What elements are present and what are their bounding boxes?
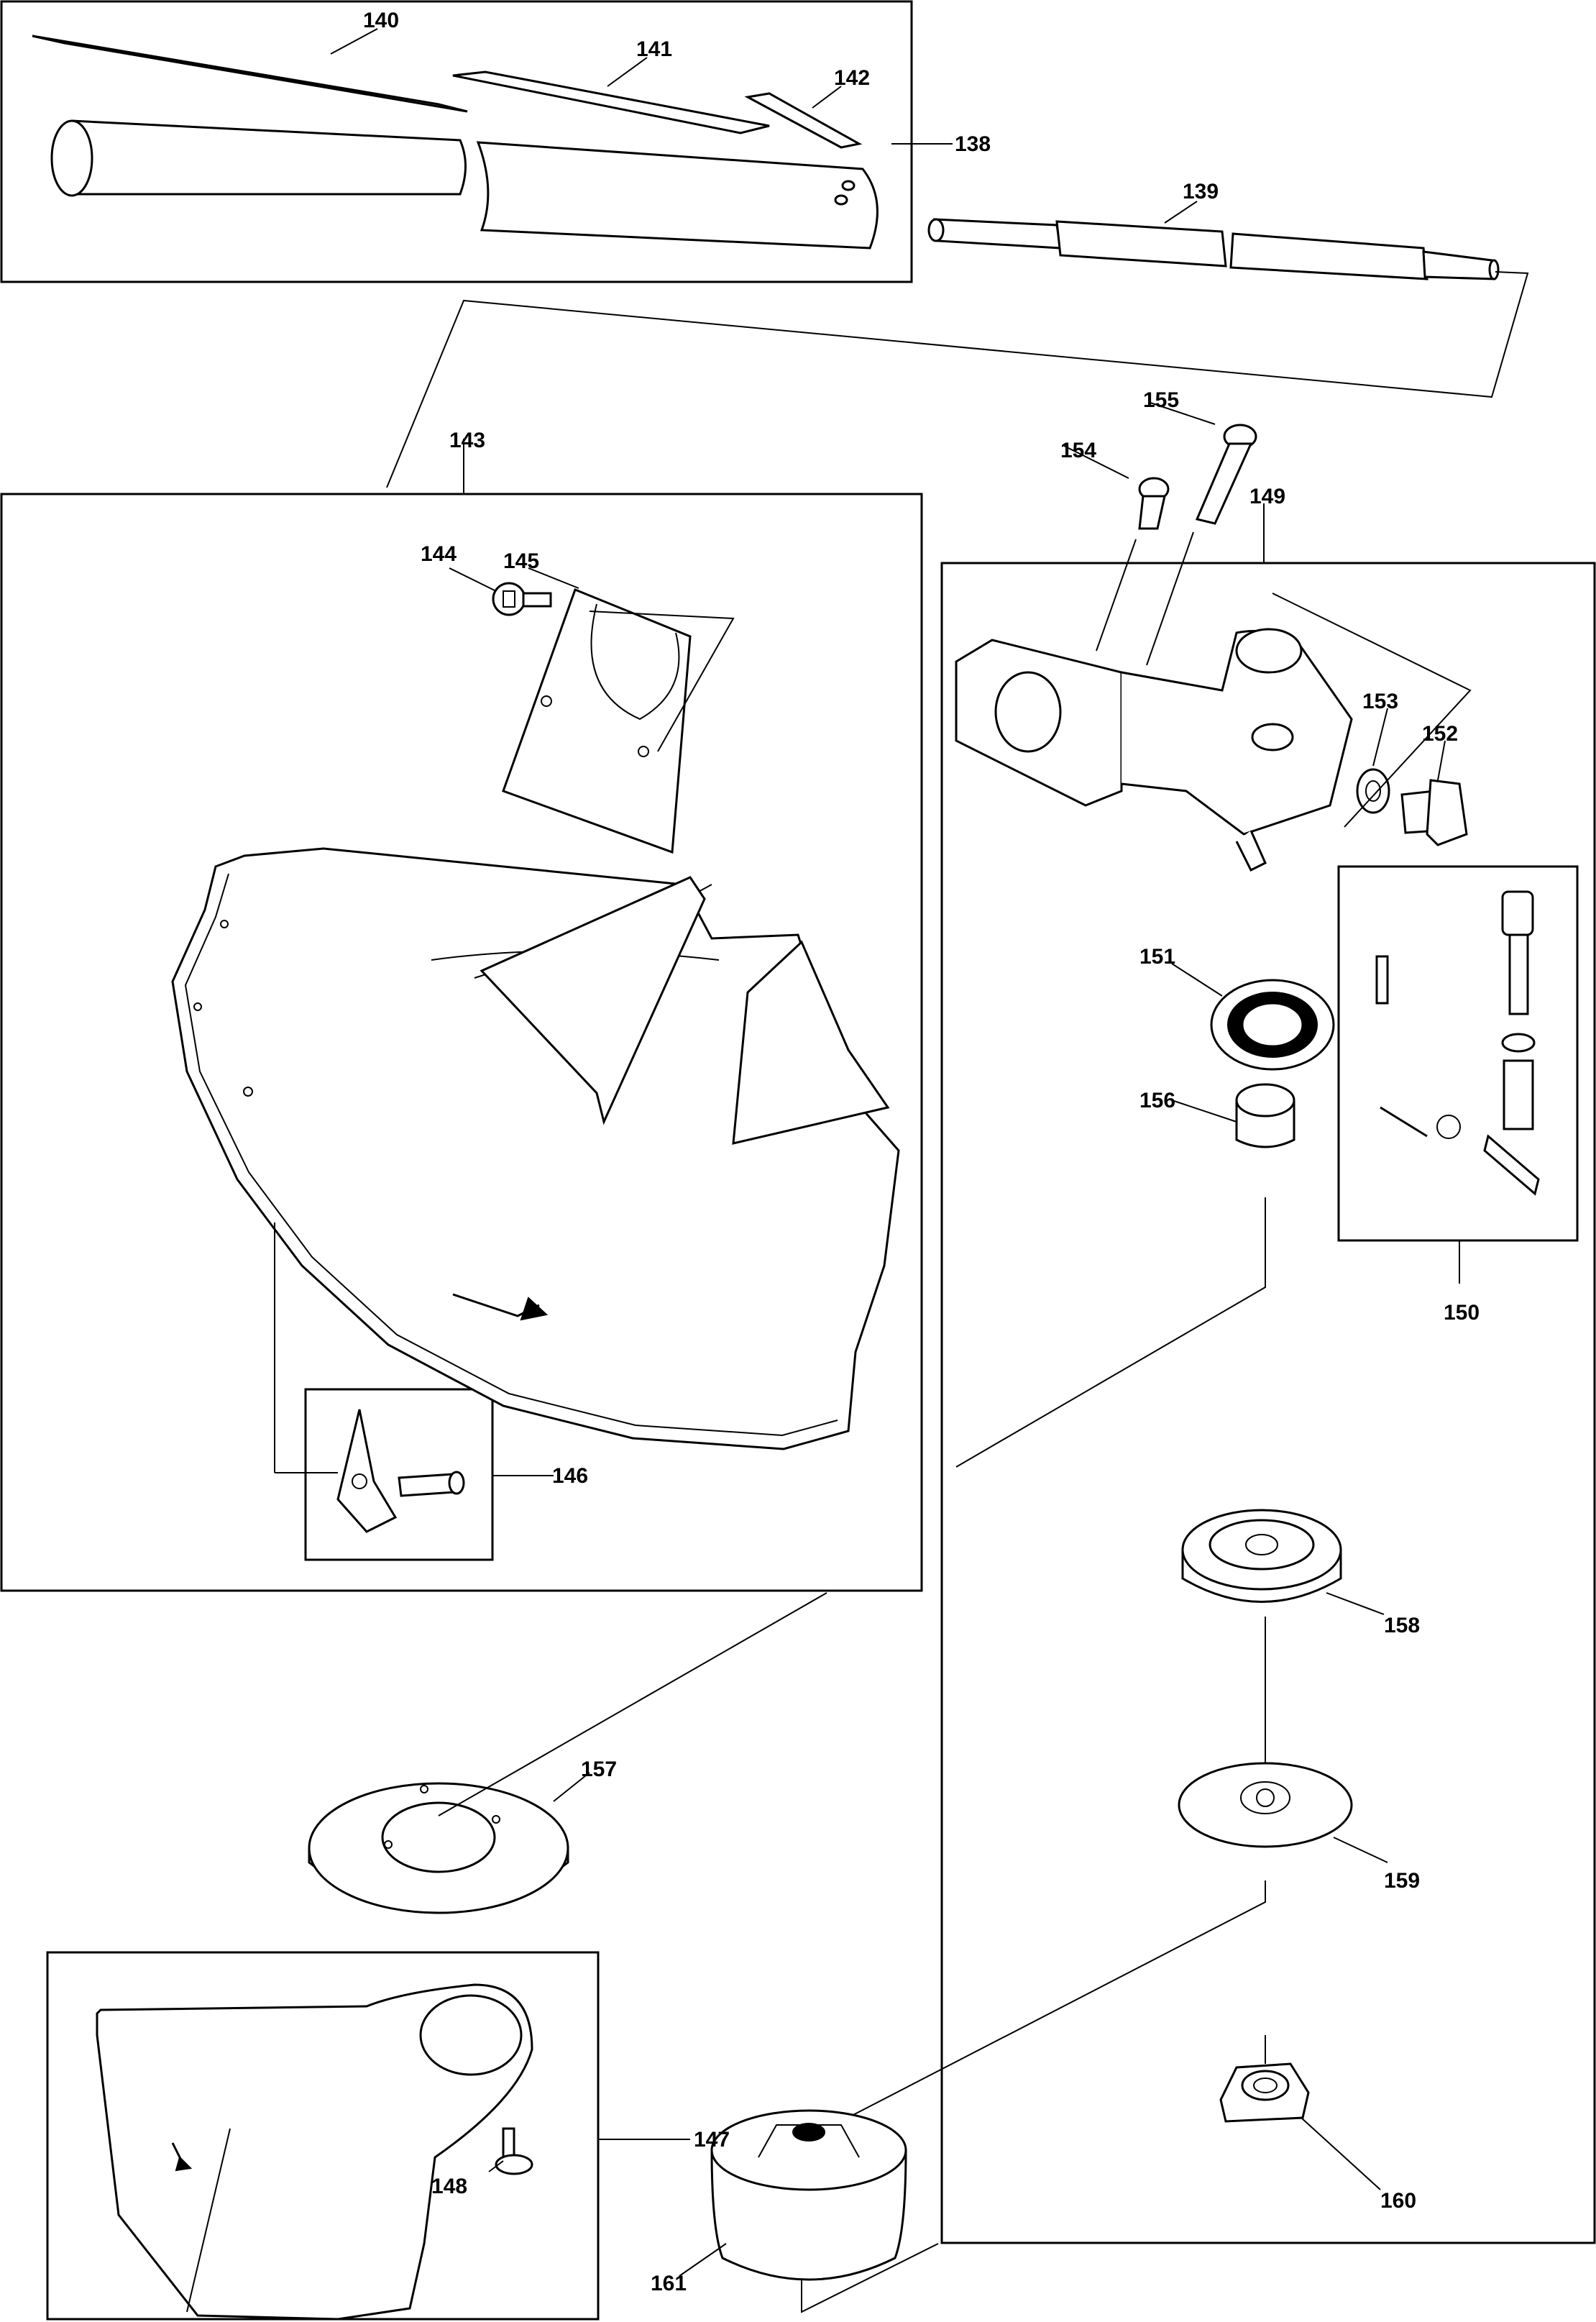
bolt-152 <box>1400 779 1468 846</box>
part-label-146: 146 <box>552 1464 588 1488</box>
part-label-159: 159 <box>1384 1869 1420 1893</box>
part-label-138: 138 <box>955 132 991 156</box>
part-label-140: 140 <box>363 9 399 32</box>
guide-161 <box>801 2243 939 2313</box>
blade-cover-147 <box>96 1983 533 2321</box>
guide-157 <box>438 1592 827 1816</box>
part-label-151: 151 <box>1139 945 1175 969</box>
part-label-152: 152 <box>1422 722 1458 746</box>
frame-guard-assembly <box>0 493 923 1592</box>
screw-144 <box>492 582 552 616</box>
part-label-153: 153 <box>1362 690 1398 713</box>
washer-159 <box>1178 1762 1353 1848</box>
gear-case-149 <box>955 628 1353 872</box>
guide-152 <box>1272 593 1472 828</box>
part-label-144: 144 <box>421 542 457 566</box>
cup-161 <box>710 2109 907 2281</box>
part-label-139: 139 <box>1183 180 1219 204</box>
shaft-guide-line <box>386 271 1529 488</box>
holder-158 <box>1181 1509 1342 1603</box>
part-label-148: 148 <box>431 2175 467 2198</box>
part-label-161: 161 <box>651 2272 687 2295</box>
screw-148 <box>495 2127 533 2175</box>
label-plate-142 <box>744 92 863 149</box>
frame-guard-holder <box>304 1388 494 1561</box>
guard-143 <box>171 847 900 1450</box>
frame-gear-head-assembly <box>940 562 1596 2244</box>
guide-155 <box>1146 531 1194 666</box>
screw-155 <box>1195 424 1257 525</box>
label-plate-141 <box>452 70 770 134</box>
label-plate-140 <box>32 35 468 113</box>
part-labels: 140 141 142 138 139 155 154 143 149 144 … <box>363 9 1480 2295</box>
spacer-156 <box>1235 1083 1295 1148</box>
part-label-145: 145 <box>503 549 539 573</box>
frame-shaft-tube <box>0 0 913 283</box>
screw-154 <box>1138 477 1170 530</box>
pipe-138 <box>50 119 879 250</box>
plate-145 <box>502 588 735 854</box>
part-label-149: 149 <box>1249 485 1285 508</box>
guide-154 <box>1096 539 1137 652</box>
guide-156 <box>955 1197 1266 1468</box>
part-label-157: 157 <box>581 1758 617 1781</box>
part-label-150: 150 <box>1444 1301 1480 1325</box>
leader-lines <box>274 28 1460 2277</box>
nut-160 <box>1219 2062 1310 2123</box>
part-label-143: 143 <box>449 429 485 452</box>
guard-holder-146 <box>336 1409 465 1533</box>
part-label-141: 141 <box>636 37 672 61</box>
washer-153 <box>1356 768 1390 814</box>
guard-plate-157 <box>308 1782 569 1914</box>
lock-pin-kit-150 <box>1375 890 1540 1196</box>
guide-159-161 <box>826 1880 1266 2129</box>
part-label-158: 158 <box>1384 1614 1420 1637</box>
part-label-142: 142 <box>834 66 870 90</box>
frame-lock-pin-kit <box>1337 865 1579 1242</box>
drive-shaft-139 <box>927 218 1500 280</box>
part-label-155: 155 <box>1143 388 1179 412</box>
part-label-160: 160 <box>1380 2189 1416 2213</box>
part-label-156: 156 <box>1139 1089 1175 1112</box>
part-label-154: 154 <box>1060 439 1096 462</box>
bearing-151 <box>1210 979 1335 1071</box>
part-label-147: 147 <box>694 2128 730 2152</box>
